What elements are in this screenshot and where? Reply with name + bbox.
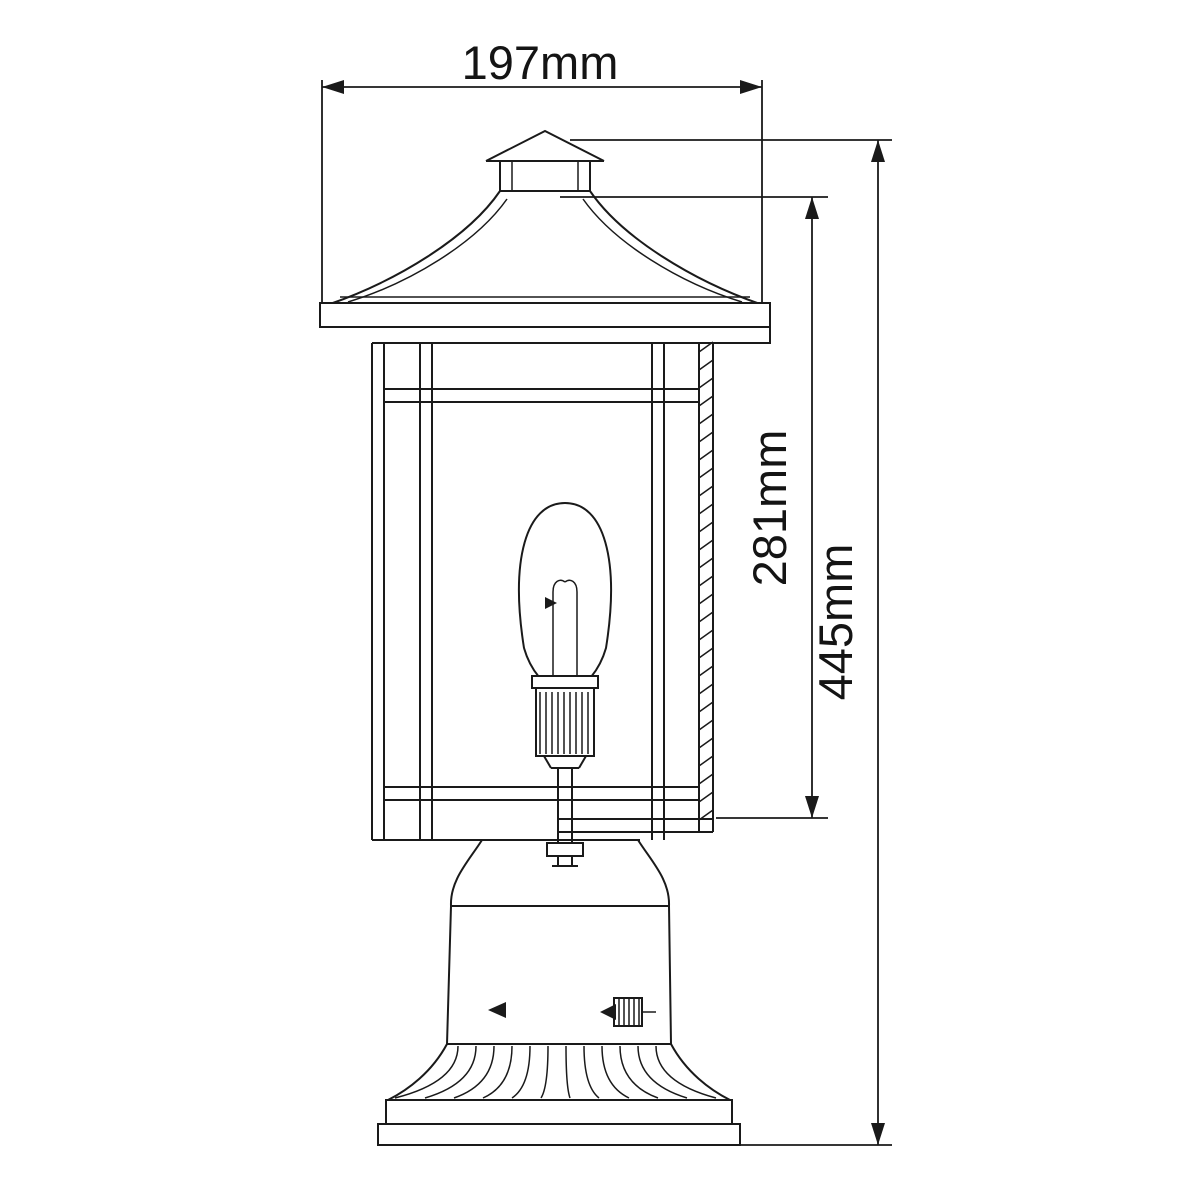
lantern-height-arrow-top xyxy=(805,197,819,219)
pedestal-shoulder-right xyxy=(637,839,671,907)
plinth-step-upper xyxy=(385,1099,733,1125)
dimension-width: 197mm xyxy=(321,36,763,303)
socket-collar xyxy=(531,675,599,689)
window-rail-top xyxy=(384,388,699,403)
width-arrow-right xyxy=(740,80,762,94)
base-flare-right xyxy=(670,1043,731,1101)
window-mullion-left xyxy=(419,343,433,840)
pedestal-body-sides xyxy=(446,905,672,1045)
dimension-overall-height: 445mm xyxy=(570,139,892,1146)
pedestal xyxy=(446,839,672,1045)
finial-peak xyxy=(485,129,605,162)
finial xyxy=(485,129,605,192)
finial-panel-lines xyxy=(511,161,579,191)
socket-stem-lower xyxy=(552,856,578,867)
dimension-width-label: 197mm xyxy=(462,36,619,89)
roof-rim-right-bracket xyxy=(713,327,771,344)
roof-rim xyxy=(319,302,771,328)
overall-height-extension-lines xyxy=(570,139,892,1146)
lantern-height-extension-lines xyxy=(560,196,828,819)
light-bulb xyxy=(518,501,612,867)
roof xyxy=(319,190,771,344)
overall-height-arrow-top xyxy=(871,140,885,162)
dimension-lantern-height-label: 281mm xyxy=(743,430,796,587)
roof-left-slope-inner xyxy=(347,198,508,303)
left-wall xyxy=(371,343,385,840)
base-flare-left xyxy=(387,1043,448,1101)
roof-left-slope xyxy=(329,190,501,305)
width-extension-lines xyxy=(321,80,763,303)
socket-thread-outline xyxy=(535,687,595,757)
right-section-wall xyxy=(698,343,714,832)
width-arrow-left xyxy=(322,80,344,94)
fluted-base xyxy=(387,1043,731,1101)
pedestal-pointer-arrow xyxy=(488,1002,506,1018)
socket-locknut xyxy=(546,842,584,857)
dimension-lantern-height: 281mm xyxy=(560,196,828,819)
plinth-step-lower xyxy=(377,1123,741,1146)
plinth xyxy=(377,1099,741,1146)
window-mullion-right xyxy=(651,343,665,840)
lantern-height-arrow-bottom xyxy=(805,796,819,818)
bulb-filament-flag xyxy=(545,597,557,609)
floor-plate xyxy=(557,818,713,833)
bulb-globe xyxy=(518,501,612,678)
roof-right-slope-inner xyxy=(582,198,743,303)
setscrew-body xyxy=(613,997,643,1027)
roof-right-slope xyxy=(589,190,761,305)
lantern-body xyxy=(371,341,714,841)
section-wall-hatch xyxy=(698,341,714,821)
socket-stem xyxy=(557,768,573,843)
base-flutes xyxy=(394,1045,717,1099)
dimension-overall-height-label: 445mm xyxy=(809,544,862,701)
setscrew-arrow xyxy=(600,1004,616,1020)
bulb-filament-wires xyxy=(552,579,578,677)
setscrew-knurl xyxy=(618,998,640,1026)
socket-threads xyxy=(539,692,589,754)
socket-taper xyxy=(543,755,587,769)
overall-height-arrow-bottom xyxy=(871,1123,885,1145)
window-rail-bottom xyxy=(384,786,699,801)
pedestal-shoulder-left xyxy=(449,839,483,907)
finial-body xyxy=(499,160,591,192)
